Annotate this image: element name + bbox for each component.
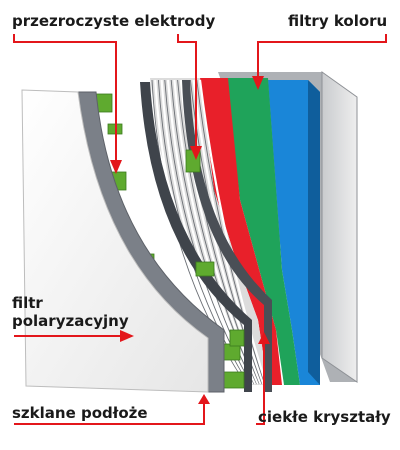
lamella-line bbox=[198, 79, 268, 385]
polarizer-label-line2: polaryzacyjny bbox=[12, 312, 129, 330]
blue-filter bbox=[268, 80, 320, 385]
callout-arrows bbox=[13, 34, 387, 425]
electrode-block bbox=[229, 329, 245, 347]
polarizer-label-line1: filtr bbox=[12, 294, 43, 312]
arrow-electrodes-right bbox=[177, 34, 202, 160]
substrate-label-text: szklane podłoże bbox=[12, 404, 148, 422]
polarizer-panel bbox=[21, 89, 209, 393]
lamella-line bbox=[177, 79, 258, 385]
inner-glass-layer bbox=[140, 80, 272, 392]
color-filters-label-text: filtry koloru bbox=[288, 12, 388, 30]
liquid-crystals-label-text: ciekłe kryształy bbox=[258, 408, 391, 426]
green-filter bbox=[226, 78, 300, 385]
red-filter bbox=[200, 78, 282, 385]
arrow-color-filters bbox=[252, 34, 387, 90]
arrow-liquid-crystals bbox=[256, 332, 270, 425]
electrodes-label-text: przezroczyste elektrody bbox=[12, 12, 216, 30]
electrode-block bbox=[195, 261, 215, 277]
arrow-substrate bbox=[14, 394, 210, 425]
liquid-crystals-label: ciekłe kryształy bbox=[258, 408, 391, 426]
substrate-label: szklane podłoże bbox=[12, 404, 148, 422]
color-filter-strips bbox=[200, 78, 320, 385]
arrow-polarizer bbox=[14, 330, 134, 342]
electrodes-label: przezroczyste elektrody bbox=[12, 12, 215, 30]
arrow-electrodes-left bbox=[13, 34, 122, 174]
color-filters-label: filtry koloru bbox=[288, 12, 387, 30]
polarizer-label: filtr polaryzacyjny bbox=[12, 294, 129, 330]
